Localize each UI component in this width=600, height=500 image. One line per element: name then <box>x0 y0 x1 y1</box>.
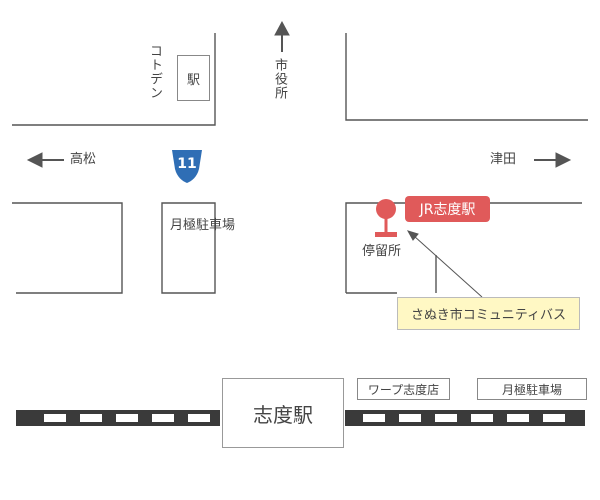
bus-stop-pin-icon <box>375 199 397 237</box>
bus-pointer-line <box>413 235 483 298</box>
east-tsuda-label: 津田 <box>490 152 517 167</box>
parking-left-label: 月極駐車場 <box>170 218 236 233</box>
route-shield-shape <box>172 150 202 183</box>
road-block-parking <box>161 202 216 294</box>
road-grid <box>12 33 588 294</box>
road-top-right <box>345 33 588 121</box>
bus-pointer-arrow-icon <box>406 230 419 241</box>
kotoden-station-box: 駅 <box>177 55 210 101</box>
jr-badge-label: JR志度駅 <box>419 202 476 218</box>
west-takamatsu-label: 高松 <box>70 152 97 167</box>
warp-store-label: ワープ志度店 <box>367 382 440 397</box>
arrow-left-icon <box>26 152 43 168</box>
route-shield-icon: 11 <box>168 147 206 185</box>
shido-station-label: 志度駅 <box>253 402 313 427</box>
railway <box>16 410 585 426</box>
city-hall-label: 市役所 <box>272 58 287 100</box>
warp-store-box: ワープ志度店 <box>357 378 450 400</box>
community-bus-label: さぬき市コミュニティバス <box>411 308 566 323</box>
community-bus-label-box: さぬき市コミュニティバス <box>397 297 580 330</box>
shido-station-box: 志度駅 <box>222 378 344 448</box>
kotoden-station-label: 駅 <box>186 72 200 88</box>
road-block-left <box>12 202 123 294</box>
arrow-right-icon <box>555 152 572 168</box>
route-number: 11 <box>177 156 197 172</box>
rail-ties <box>44 414 565 422</box>
jr-shido-station-badge: JR志度駅 <box>405 196 490 222</box>
parking-right-box: 月極駐車場 <box>477 378 587 400</box>
direction-arrows <box>26 20 572 168</box>
bus-pointer <box>406 230 483 298</box>
kotoden-label: コトデン <box>147 44 162 100</box>
road-top-left <box>12 33 216 126</box>
bus-stop-label: 停留所 <box>362 244 402 259</box>
parking-right-label: 月極駐車場 <box>501 382 562 397</box>
arrow-up-icon <box>274 20 290 36</box>
